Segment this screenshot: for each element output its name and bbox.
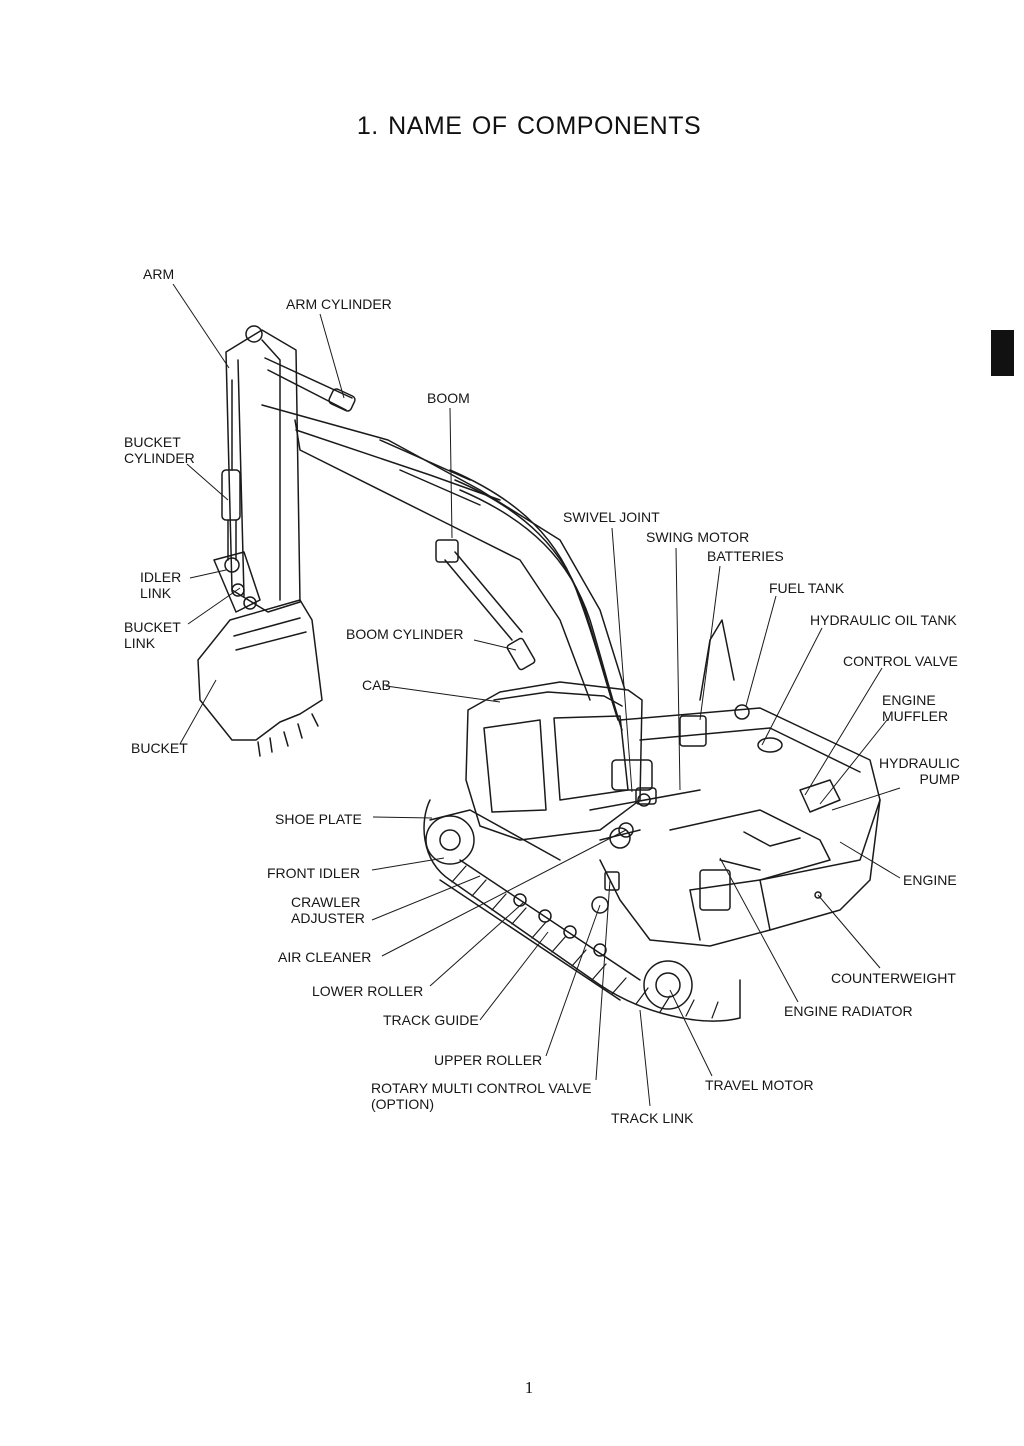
excavator-drawing — [197, 325, 881, 1022]
label-crawler-adjuster: CRAWLER ADJUSTER — [291, 894, 365, 926]
page-number: 1 — [524, 1378, 534, 1397]
label-hydraulic-oil-tank: HYDRAULIC OIL TANK — [810, 612, 957, 628]
label-bucket-cylinder: BUCKET CYLINDER — [124, 434, 195, 466]
label-cab: CAB — [362, 677, 391, 693]
label-lower-roller: LOWER ROLLER — [312, 983, 424, 999]
label-boom-cylinder: BOOM CYLINDER — [346, 626, 464, 642]
label-fuel-tank: FUEL TANK — [769, 580, 845, 596]
label-hydraulic-pump: HYDRAULIC PUMP — [879, 755, 960, 787]
label-control-valve: CONTROL VALVE — [843, 653, 958, 669]
label-rotary-multi-control-valve: ROTARY MULTI CONTROL VALVE (OPTION) — [371, 1080, 592, 1112]
label-batteries: BATTERIES — [707, 548, 784, 564]
label-front-idler: FRONT IDLER — [267, 865, 361, 881]
label-engine: ENGINE — [903, 872, 957, 888]
label-air-cleaner: AIR CLEANER — [278, 949, 372, 965]
label-upper-roller: UPPER ROLLER — [434, 1052, 543, 1068]
label-counterweight: COUNTERWEIGHT — [831, 970, 956, 986]
page-title: 1. NAME OF COMPONENTS — [356, 112, 702, 140]
leader-lines — [172, 283, 901, 1107]
label-track-guide: TRACK GUIDE — [383, 1012, 479, 1028]
label-boom: BOOM — [427, 390, 470, 406]
label-swivel-joint: SWIVEL JOINT — [563, 509, 660, 525]
label-bucket-link: BUCKET LINK — [124, 619, 181, 651]
label-swing-motor: SWING MOTOR — [646, 529, 750, 545]
label-shoe-plate: SHOE PLATE — [275, 811, 362, 827]
label-track-link: TRACK LINK — [611, 1110, 694, 1126]
label-engine-radiator: ENGINE RADIATOR — [784, 1003, 913, 1019]
label-engine-muffler: ENGINE MUFFLER — [882, 692, 949, 724]
label-arm: ARM — [143, 266, 175, 282]
label-arm-cylinder: ARM CYLINDER — [286, 296, 392, 312]
label-bucket: BUCKET — [131, 740, 188, 756]
label-idler-link: IDLER LINK — [140, 569, 182, 601]
section-tab-marker — [991, 330, 1014, 376]
label-travel-motor: TRAVEL MOTOR — [705, 1077, 814, 1093]
